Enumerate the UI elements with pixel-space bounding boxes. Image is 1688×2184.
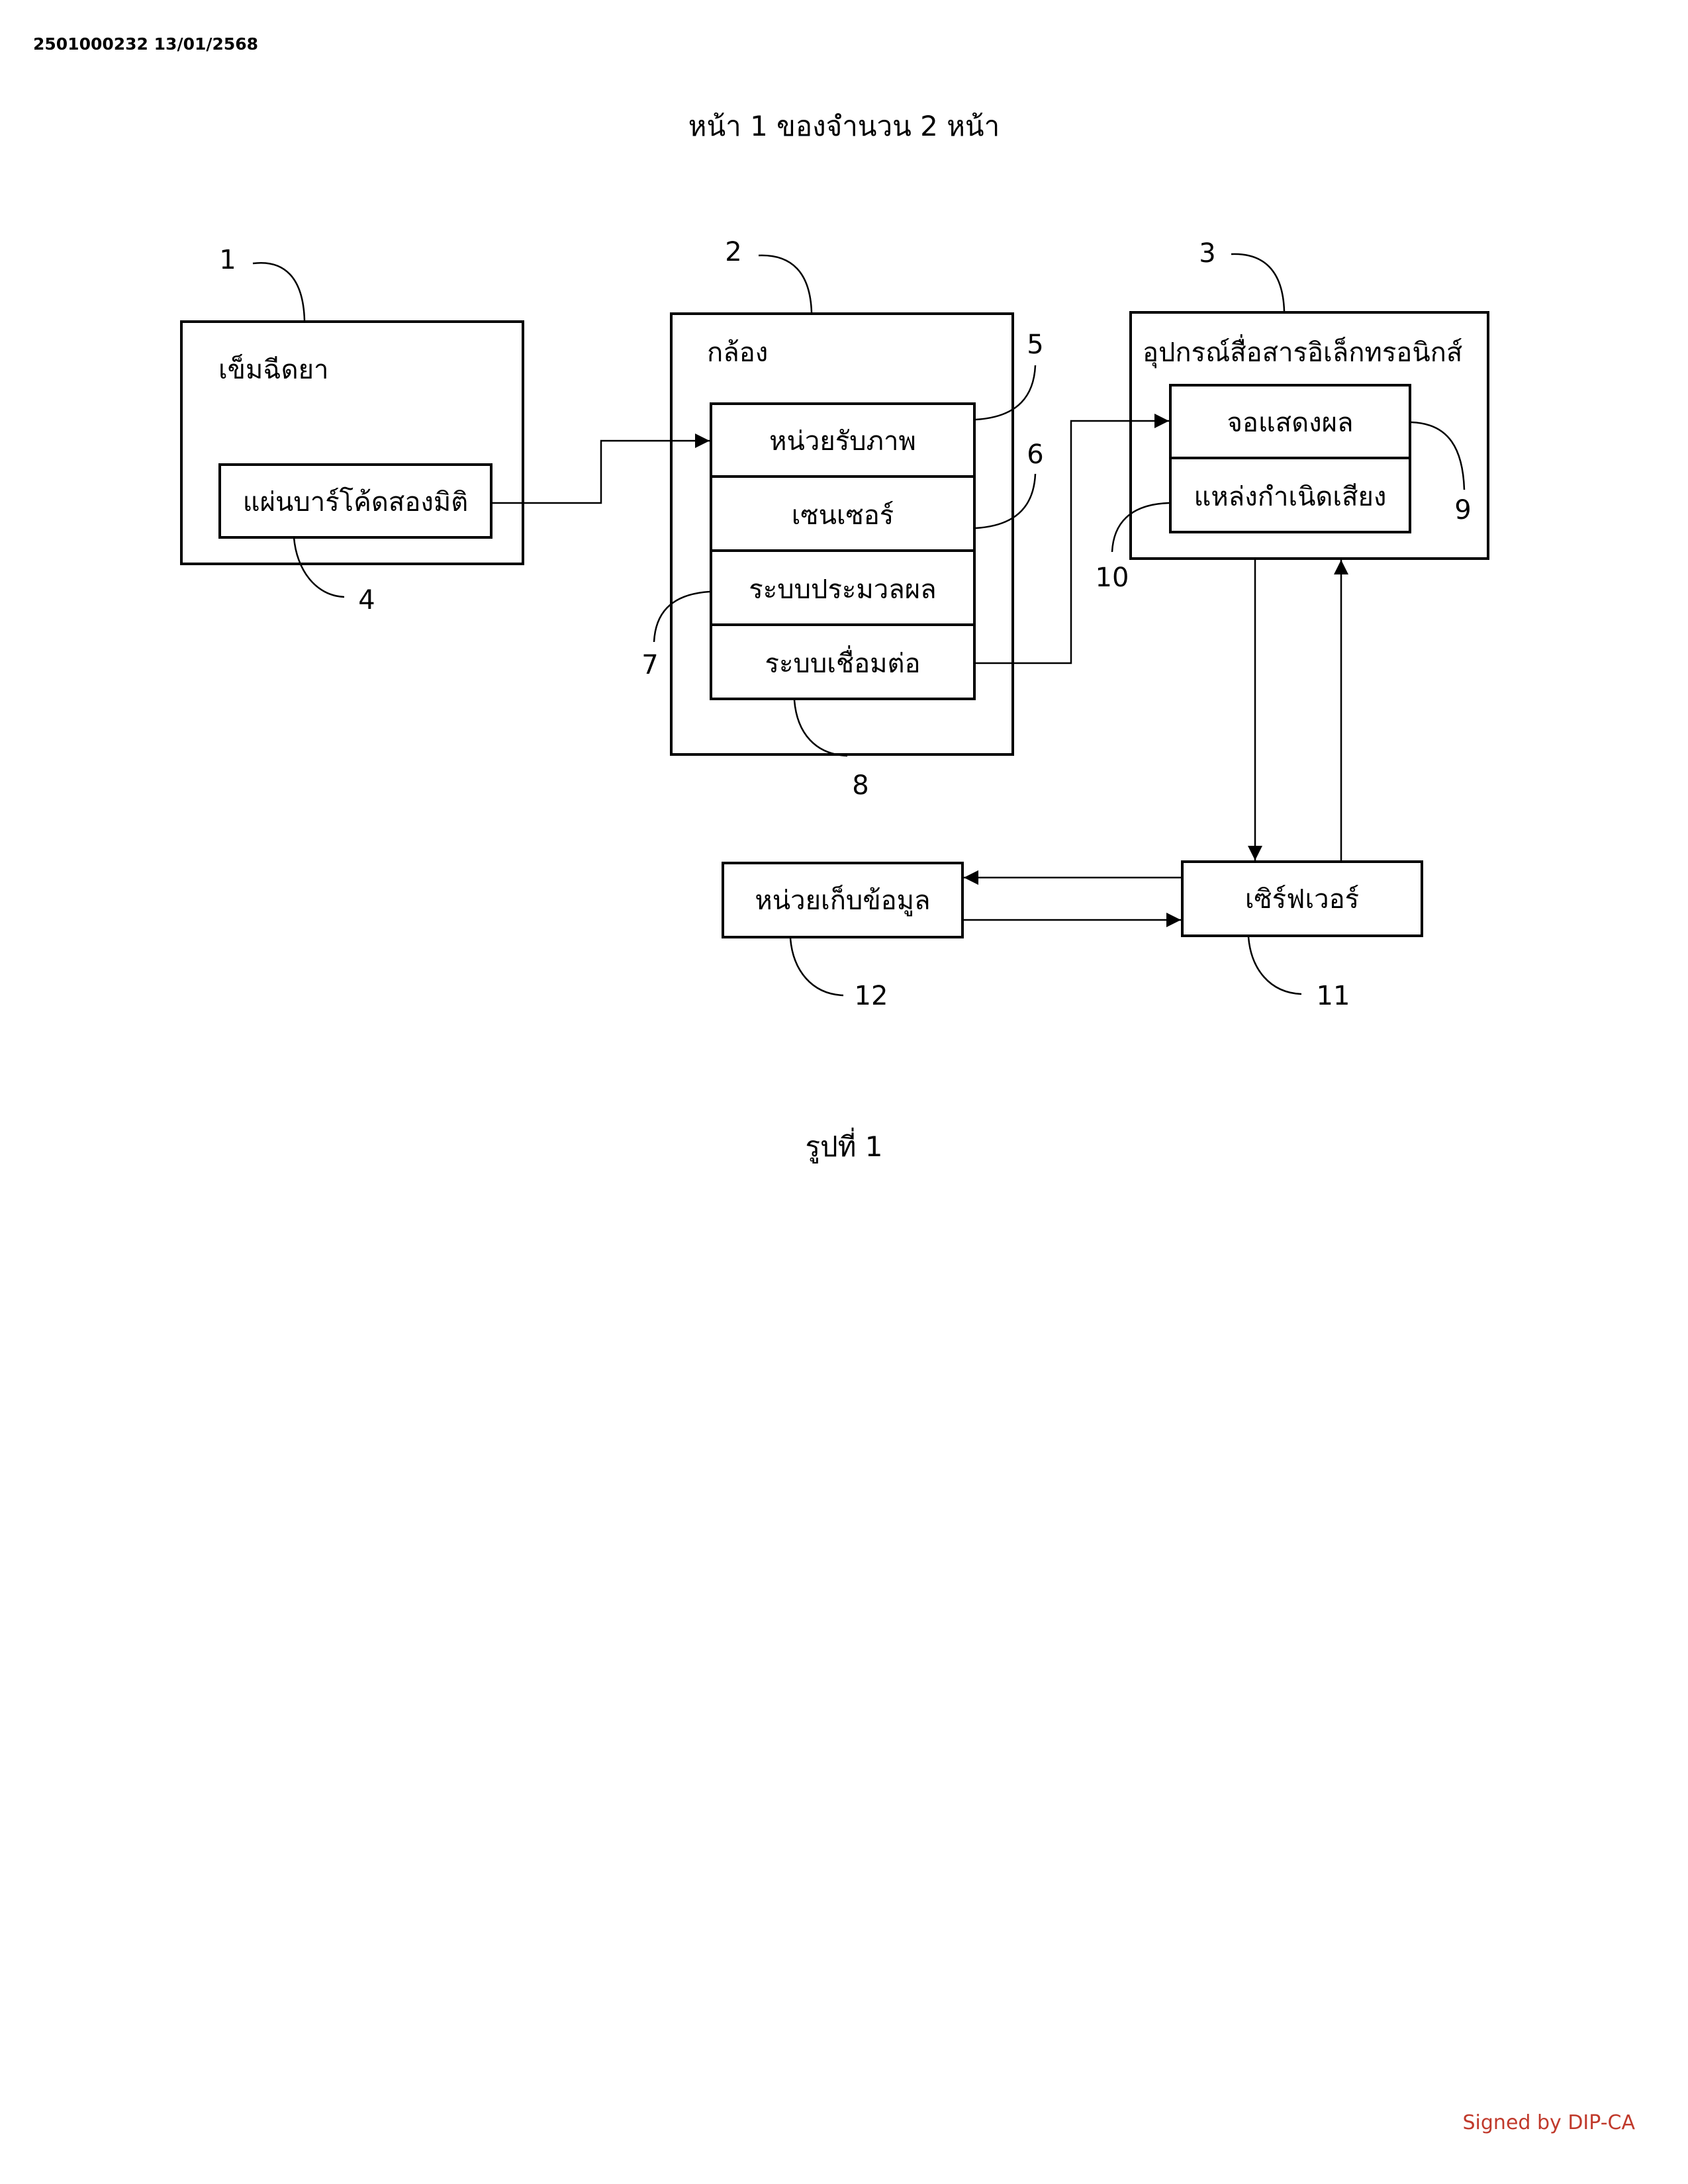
image-receiver-label: หน่วยรับภาพ: [769, 426, 916, 457]
sensor-label: เซนเซอร์: [792, 500, 894, 531]
ref-number-5: 5: [1027, 330, 1043, 360]
leader-5: [975, 365, 1037, 421]
leader-11: [1247, 936, 1302, 995]
storage-box: [722, 862, 964, 938]
leader-9: [1411, 421, 1466, 490]
barcode-to-receiver-arrow: [491, 433, 710, 504]
leader-7: [653, 590, 710, 643]
leader-2: [758, 254, 813, 313]
sound-box: [1169, 457, 1411, 533]
server-box: [1181, 860, 1423, 937]
barcode-label: แผ่นบาร์โค้ดสองมิติ: [243, 487, 468, 518]
ref-number-8: 8: [852, 770, 868, 801]
leader-3: [1231, 253, 1286, 312]
leader-12: [789, 938, 844, 997]
ref-number-11: 11: [1317, 981, 1350, 1011]
leader-6: [975, 473, 1037, 529]
barcode-box: [218, 463, 492, 539]
connection-box: [710, 623, 976, 700]
processing-label: ระบบประมวลผล: [749, 574, 936, 605]
sound-label: แหล่งกำเนิดเสียง: [1194, 482, 1387, 512]
device-box: [1129, 311, 1489, 560]
ref-number-1: 1: [219, 245, 236, 275]
document-id: 2501000232 13/01/2568: [33, 34, 259, 54]
camera-box: [670, 312, 1014, 756]
syringe-box: [180, 320, 524, 565]
display-label: จอแสดงผล: [1227, 408, 1353, 438]
ref-number-9: 9: [1454, 495, 1471, 525]
connection-label: ระบบเชื่อมต่อ: [765, 645, 921, 679]
leader-10: [1111, 502, 1170, 553]
ref-number-6: 6: [1027, 439, 1043, 470]
connection-to-display-arrow: [974, 414, 1169, 664]
leader-1: [252, 261, 306, 321]
ref-number-7: 7: [641, 650, 658, 680]
figure-caption: รูปที่ 1: [805, 1130, 883, 1163]
server-label: เซิร์ฟเวอร์: [1245, 884, 1359, 915]
device-label: อุปกรณ์สื่อสารอิเล็กทรอนิกส์: [1143, 334, 1462, 369]
camera-label: กล้อง: [707, 338, 768, 368]
leader-4: [293, 537, 345, 598]
ref-number-2: 2: [725, 237, 741, 267]
ref-number-10: 10: [1096, 563, 1129, 593]
ref-number-4: 4: [358, 585, 375, 615]
storage-label: หน่วยเก็บข้อมูล: [755, 884, 930, 916]
syringe-label: เข็มฉีดยา: [218, 353, 329, 385]
digital-signature: Signed by DIP-CA: [1462, 2111, 1635, 2134]
page-number-header: หน้า 1 ของจำนวน 2 หน้า: [688, 110, 1000, 142]
ref-number-12: 12: [855, 981, 888, 1011]
ref-number-3: 3: [1199, 238, 1215, 269]
leader-8: [793, 700, 848, 757]
